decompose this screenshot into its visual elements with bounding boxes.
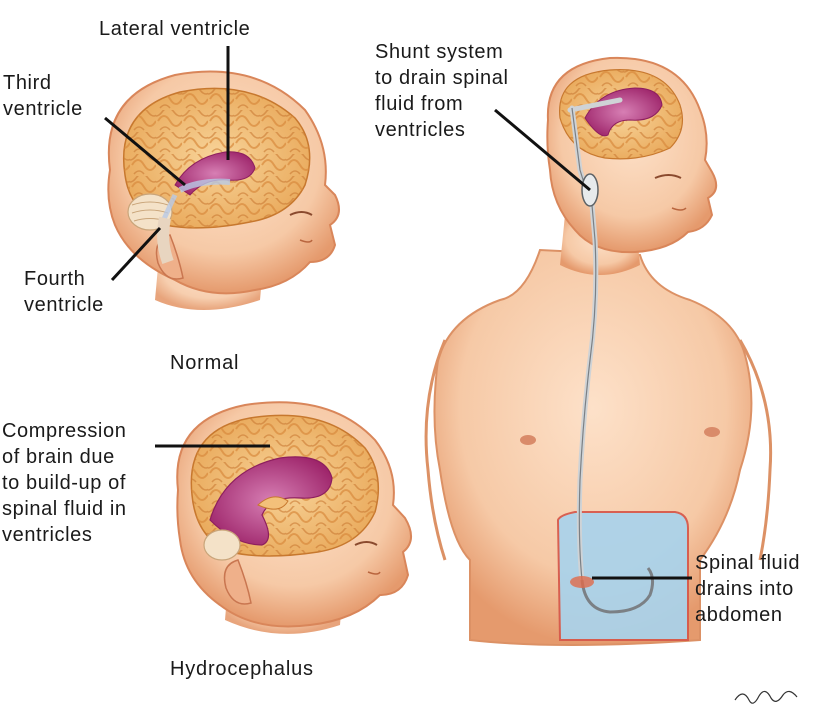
leader-fourth-ventricle xyxy=(110,226,162,282)
body-with-shunt xyxy=(424,56,773,646)
caption-hydrocephalus-text: Hydrocephalus xyxy=(170,658,314,680)
label-third-ventricle-line2: ventricle xyxy=(3,98,83,120)
label-spinal-fluid-drains-line3: abdomen xyxy=(695,604,783,626)
label-shunt-system: Shunt system to drain spinal fluid from … xyxy=(375,39,509,143)
label-compression-line3: to build-up of xyxy=(2,472,127,494)
label-compression-line4: spinal fluid in xyxy=(2,498,127,520)
hydrocephalus-head xyxy=(176,401,412,634)
label-third-ventricle: Third ventricle xyxy=(3,70,83,122)
caption-hydrocephalus: Hydrocephalus xyxy=(170,656,314,682)
artist-signature xyxy=(734,690,798,704)
label-shunt-system-line1: Shunt system xyxy=(375,41,504,63)
label-lateral-ventricle-text: Lateral ventricle xyxy=(99,18,251,40)
label-lateral-ventricle: Lateral ventricle xyxy=(99,16,250,42)
label-shunt-system-line3: fluid from xyxy=(375,93,464,115)
label-fourth-ventricle-line1: Fourth xyxy=(24,268,86,290)
label-third-ventricle-line1: Third xyxy=(3,72,52,94)
label-shunt-system-line2: to drain spinal xyxy=(375,67,509,89)
label-compression-line1: Compression xyxy=(2,420,127,442)
label-spinal-fluid-drains: Spinal fluid drains into abdomen xyxy=(695,550,800,628)
label-fourth-ventricle: Fourth ventricle xyxy=(24,266,104,318)
label-spinal-fluid-drains-line1: Spinal fluid xyxy=(695,552,801,574)
normal-head xyxy=(107,70,340,310)
leader-lines xyxy=(104,46,692,580)
label-spinal-fluid-drains-line2: drains into xyxy=(695,578,794,600)
leader-shunt-system xyxy=(494,108,591,192)
label-shunt-system-line4: ventricles xyxy=(375,119,466,141)
label-compression: Compression of brain due to build-up of … xyxy=(2,418,127,548)
label-compression-line2: of brain due xyxy=(2,446,115,468)
label-compression-line5: ventricles xyxy=(2,524,93,546)
caption-normal-text: Normal xyxy=(170,352,240,374)
label-fourth-ventricle-line2: ventricle xyxy=(24,294,104,316)
leader-third-ventricle xyxy=(104,116,186,187)
caption-normal: Normal xyxy=(170,350,239,376)
